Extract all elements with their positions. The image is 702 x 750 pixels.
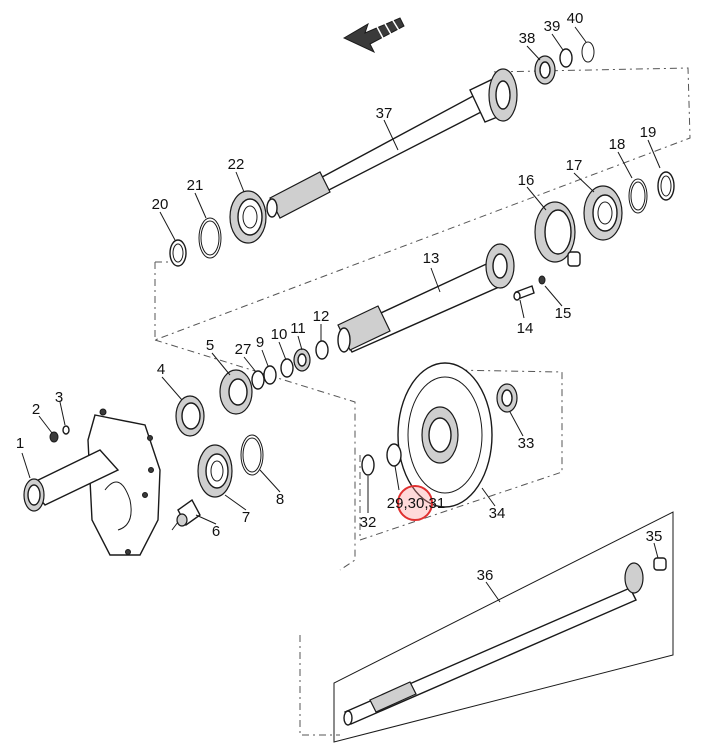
label-19[interactable]: 19 <box>640 124 657 141</box>
label-4[interactable]: 4 <box>157 361 165 378</box>
ring-27 <box>251 370 265 390</box>
gear-hub-5 <box>219 369 253 415</box>
label-3[interactable]: 3 <box>55 389 63 406</box>
label-13[interactable]: 13 <box>423 250 440 267</box>
label-14[interactable]: 14 <box>517 320 534 337</box>
label-2[interactable]: 2 <box>32 401 40 418</box>
label-12[interactable]: 12 <box>313 308 330 325</box>
label-17[interactable]: 17 <box>566 157 583 174</box>
label-33[interactable]: 33 <box>518 435 535 452</box>
highlight-circle <box>397 485 433 521</box>
snap-ring-8 <box>240 434 264 476</box>
label-1[interactable]: 1 <box>16 435 24 452</box>
ring-40 <box>581 41 595 63</box>
bearing-11 <box>293 348 311 372</box>
label-36[interactable]: 36 <box>477 567 494 584</box>
seal-4 <box>175 395 205 437</box>
ring-10 <box>280 358 294 378</box>
label-5[interactable]: 5 <box>206 337 214 354</box>
label-34[interactable]: 34 <box>489 505 506 522</box>
label-15[interactable]: 15 <box>555 305 572 322</box>
washer-29-31 <box>386 443 402 467</box>
snap-ring-18 <box>628 178 648 214</box>
washer-15 <box>538 275 546 285</box>
label-9[interactable]: 9 <box>256 334 264 351</box>
label-11[interactable]: 11 <box>290 320 306 337</box>
bearing-38 <box>534 55 556 85</box>
nut-2 <box>49 431 59 443</box>
sensor-6 <box>171 498 201 531</box>
bushing-35 <box>653 557 667 571</box>
ring-19 <box>657 171 675 201</box>
ring-20 <box>169 239 187 267</box>
label-21[interactable]: 21 <box>187 177 204 194</box>
bolt-3 <box>62 425 70 435</box>
label-8[interactable]: 8 <box>276 491 284 508</box>
housing-1 <box>23 408 161 556</box>
shaft-13 <box>337 243 515 353</box>
gear-34 <box>397 362 493 508</box>
label-22[interactable]: 22 <box>228 156 245 173</box>
label-10[interactable]: 10 <box>271 326 288 343</box>
bolt-14 <box>513 285 535 301</box>
label-29-30-31[interactable]: 29,30,31 <box>387 495 445 512</box>
label-7[interactable]: 7 <box>242 509 250 526</box>
shaft-37 <box>266 68 518 219</box>
label-27[interactable]: 27 <box>235 341 252 358</box>
label-18[interactable]: 18 <box>609 136 626 153</box>
washer-32 <box>361 454 375 476</box>
label-32[interactable]: 32 <box>360 514 377 531</box>
label-16[interactable]: 16 <box>518 172 535 189</box>
label-37[interactable]: 37 <box>376 105 393 122</box>
label-39[interactable]: 39 <box>544 18 561 35</box>
label-40[interactable]: 40 <box>567 10 584 27</box>
shaft-36 <box>343 562 644 726</box>
label-20[interactable]: 20 <box>152 196 169 213</box>
ring-12 <box>315 340 329 360</box>
bearing-7 <box>197 444 233 498</box>
ring-39 <box>559 48 573 68</box>
label-6[interactable]: 6 <box>212 523 220 540</box>
ring-9 <box>263 365 277 385</box>
bushing-33 <box>496 383 518 413</box>
snap-ring-21 <box>198 217 222 259</box>
part-labels: 1 2 3 4 5 6 7 8 9 10 11 12 13 14 15 16 1… <box>16 10 663 584</box>
arrow-left-icon <box>342 17 405 54</box>
housing-16 <box>534 201 581 267</box>
label-35[interactable]: 35 <box>646 528 663 545</box>
bearing-17 <box>583 185 623 241</box>
label-38[interactable]: 38 <box>519 30 536 47</box>
bearing-22 <box>229 190 267 244</box>
leader-lines <box>21 26 661 603</box>
